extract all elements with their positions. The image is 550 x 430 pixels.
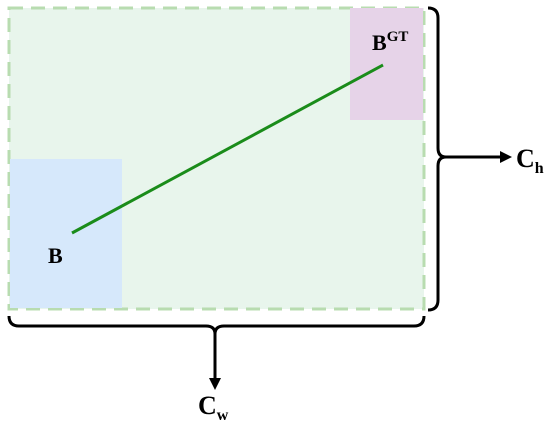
width-bracket (7, 315, 426, 335)
predicted-box (10, 159, 122, 308)
predicted-box-label: B (48, 243, 63, 268)
ground-truth-box (350, 8, 423, 120)
height-label: Ch (516, 144, 544, 177)
width-arrow-head (209, 378, 221, 390)
center-distance-line (71, 63, 384, 235)
height-arrow-head (500, 151, 512, 163)
height-bracket (427, 6, 447, 312)
ground-truth-box-label: BGT (372, 29, 408, 55)
width-label: Cw (198, 391, 229, 424)
